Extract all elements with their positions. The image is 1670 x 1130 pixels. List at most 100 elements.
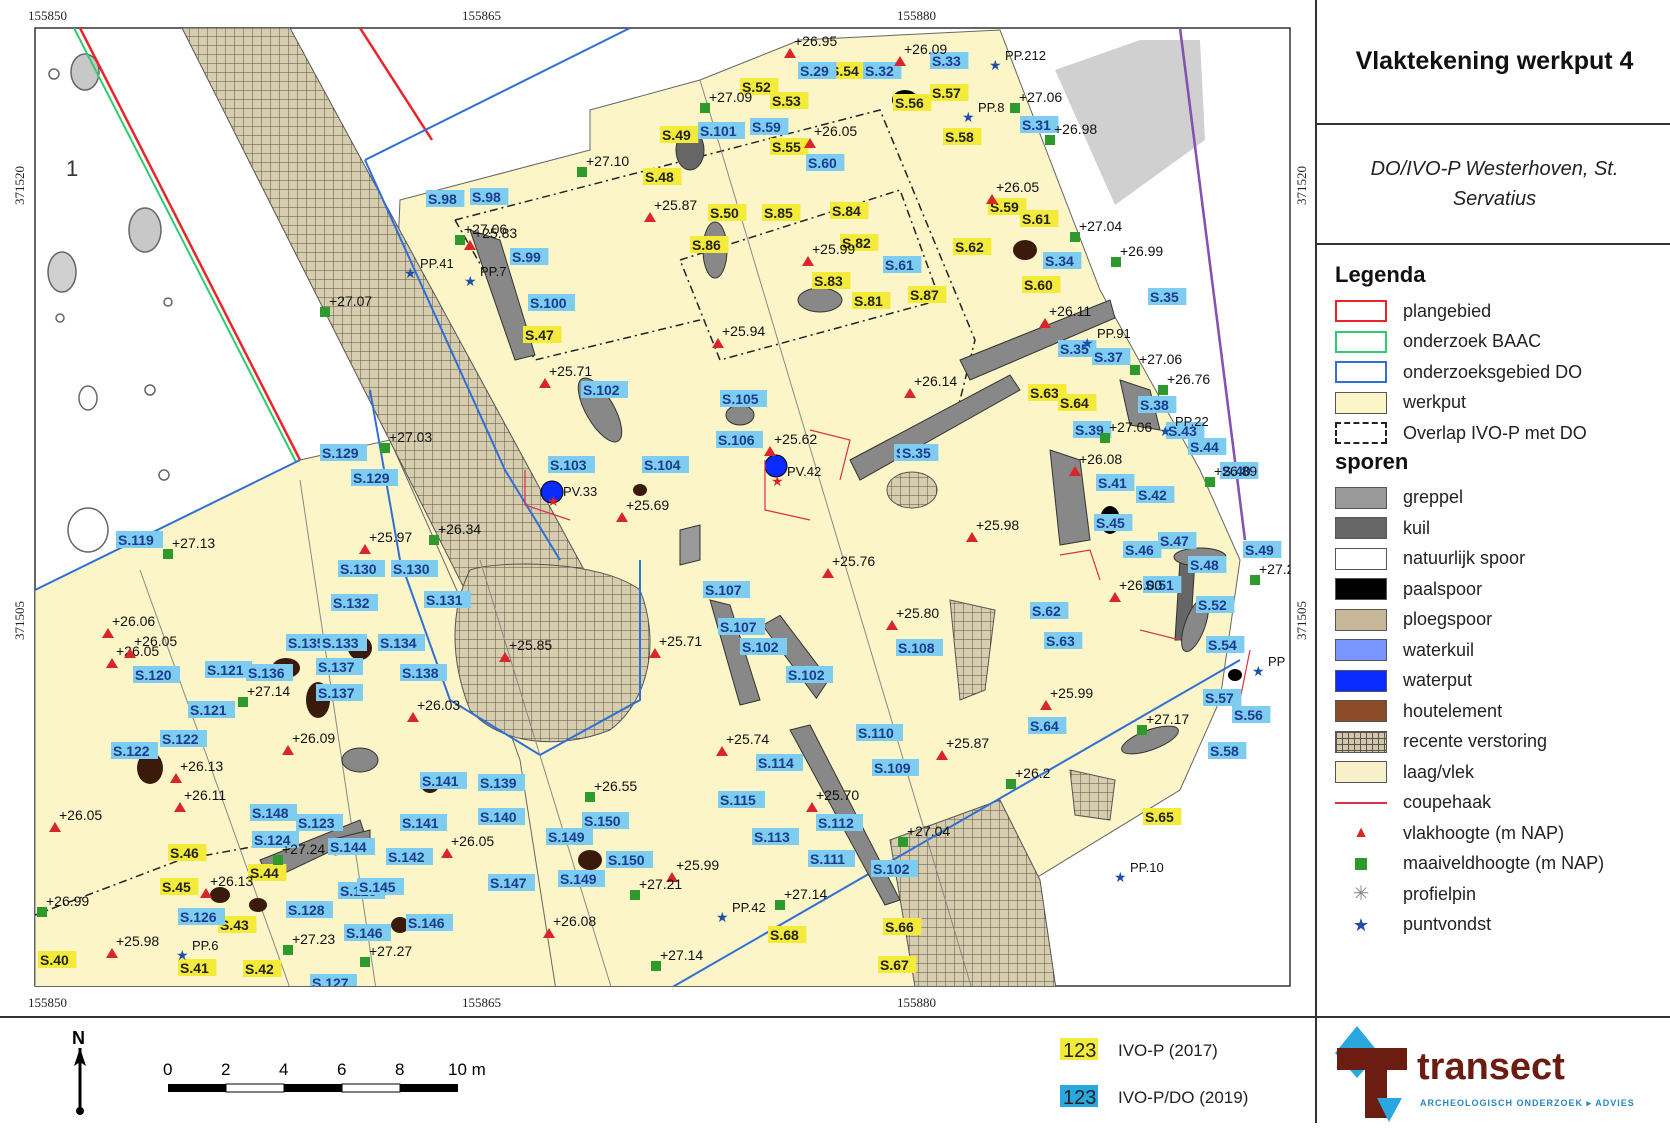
do-feature-label: S.48 — [1190, 557, 1219, 573]
do-feature-label-bg — [1208, 742, 1247, 759]
do-feature-label: S.112 — [818, 815, 854, 831]
maaiveldhoogte-label: +26.99 — [46, 893, 89, 909]
do-feature-label-bg — [316, 684, 363, 701]
maaiveldhoogte-label: +27.17 — [1146, 711, 1189, 727]
do-feature-label: S.31 — [1022, 117, 1051, 133]
sporen-item-label: profielpin — [1403, 883, 1477, 904]
maaiveldhoogte-marker — [429, 535, 439, 545]
sporen-heading: sporen — [1335, 448, 1409, 474]
vlakhoogte-label: +25.76 — [832, 553, 875, 569]
do-feature-label-bg — [116, 531, 163, 548]
sporen-item-label: puntvondst — [1403, 914, 1492, 935]
do-feature-label: S.146 — [346, 925, 383, 941]
feature-labels: S.52S.53S.54S.56S.57S.49S.48S.55S.58S.50… — [38, 52, 1282, 986]
do-feature-label-bg — [808, 850, 855, 867]
ivo-feature-label-bg — [830, 202, 869, 219]
do-feature-label: S.129 — [322, 445, 359, 461]
pin-label: PP.8 — [978, 100, 1005, 115]
vlakhoogte-label: +26.05 — [451, 833, 494, 849]
ivo-feature-label: S.61 — [1022, 211, 1051, 227]
do-feature-label: S.45 — [1096, 515, 1125, 531]
sporen-item-swatch: ★ — [1352, 914, 1370, 935]
vlakhoogte-marker — [1109, 592, 1121, 602]
vlakhoogte-marker — [106, 948, 118, 958]
vlakhoogte-marker — [904, 388, 916, 398]
do-feature-label-bg — [488, 874, 535, 891]
do-feature-label: S.113 — [754, 829, 790, 845]
ivo-feature-label: S.60 — [1024, 277, 1053, 293]
vlakhoogte-marker — [804, 138, 816, 148]
puntvondst-icon: ★ — [176, 947, 189, 963]
do-feature-label-bg — [1188, 438, 1227, 455]
ivo-feature-label-bg — [878, 956, 917, 973]
ivo-feature-label-bg — [840, 234, 879, 251]
do-feature-label-bg — [386, 848, 433, 865]
vlakhoogte-label: +26.11 — [1049, 303, 1091, 319]
do-area-lines — [35, 28, 1246, 986]
do-feature-label: S.102 — [788, 667, 825, 683]
do-feature-label-bg — [133, 666, 180, 683]
ivo-feature-label-bg — [160, 878, 199, 895]
do-feature-label-bg — [426, 190, 465, 207]
north-arrow-base-icon — [76, 1107, 84, 1115]
do-feature-label: S.102 — [873, 861, 910, 877]
map-subtitle: DO/IVO-P Westerhoven, St. Servatius — [1370, 158, 1619, 210]
do-feature-label-bg — [331, 594, 378, 611]
ivo-feature-label-bg — [893, 94, 932, 111]
ivo-feature-label: S.54 — [830, 63, 859, 79]
vlakhoogte-label: +26.05 — [134, 633, 177, 649]
waterput-pv33 — [540, 480, 564, 504]
puntvondst-icon: ★ — [464, 273, 477, 289]
do-feature-label-bg — [1030, 602, 1069, 619]
vlakhoogte-marker — [174, 802, 186, 812]
vlakhoogte-label: +26.00 — [1119, 577, 1162, 593]
ivo-feature-label: S.56 — [895, 95, 924, 111]
do-feature-label-bg — [470, 188, 509, 205]
maaiveldhoogte-marker — [1158, 385, 1168, 395]
do-feature-label: S.119 — [118, 532, 154, 548]
do-feature-label-bg — [883, 256, 922, 273]
do-feature-label-bg — [720, 390, 767, 407]
vlakhoogte-marker — [200, 888, 212, 898]
do-feature-label: S.60 — [808, 155, 837, 171]
do-feature-label: S.103 — [550, 457, 587, 473]
do-feature-label-bg — [351, 469, 398, 486]
do-feature-label: S.107 — [705, 582, 742, 598]
vlakhoogte-marker — [644, 212, 656, 222]
do-sample-text: 123 — [1063, 1087, 1096, 1109]
recent-disturbance-east — [889, 799, 1057, 986]
do-feature-label-bg — [316, 658, 363, 675]
do-feature-label-bg — [420, 772, 467, 789]
vlakhoogte-marker — [1069, 466, 1081, 476]
maaiveldhoogte-label: +26.34 — [438, 521, 481, 537]
do-feature-label: S.137 — [318, 685, 355, 701]
ivo-feature-label-bg — [943, 128, 982, 145]
vlakhoogte-marker — [666, 872, 678, 882]
vlakhoogte-marker — [712, 338, 724, 348]
do-feature-label: S.35 — [902, 445, 931, 461]
maaiveldhoogte-label: +27.06 — [1139, 351, 1182, 367]
vlakhoogte-label: +25.85 — [509, 637, 552, 653]
coord-bottom-1: 155850 — [28, 995, 67, 1010]
sporen-item-swatch: ▲ — [1353, 824, 1369, 842]
sporen-item-4: ploegspoor — [1335, 605, 1665, 636]
vlakhoogte-label: +26.09 — [292, 730, 335, 746]
ivo-feature-label: S.55 — [772, 139, 801, 155]
do-feature-label: S.63 — [1046, 633, 1075, 649]
vlakhoogte-label: +25.62 — [774, 431, 817, 447]
logo-tagline: ARCHEOLOGISCH ONDERZOEK ▸ ADVIES — [1420, 1098, 1635, 1108]
ivo-feature-label-bg — [660, 126, 699, 143]
maaiveldhoogte-marker — [1137, 725, 1147, 735]
do-feature-label-bg — [703, 581, 750, 598]
do-feature-label-bg — [1123, 541, 1162, 558]
maaiveldhoogte-label: +27.04 — [907, 823, 950, 839]
do-feature-label-bg — [357, 878, 404, 895]
pin-label: PP — [1268, 654, 1285, 669]
sporen-item-swatch — [1335, 792, 1387, 814]
puntvondst-icon: ★ — [404, 265, 417, 281]
do-feature-label: S.135 — [288, 635, 325, 651]
excavation-map[interactable]: S.52S.53S.54S.56S.57S.49S.48S.55S.58S.50… — [0, 0, 1315, 1016]
ivo-feature-label-bg — [1058, 394, 1097, 411]
legend-item-0: plangebied — [1335, 296, 1665, 327]
do-feature-label: S.121 — [207, 662, 244, 678]
